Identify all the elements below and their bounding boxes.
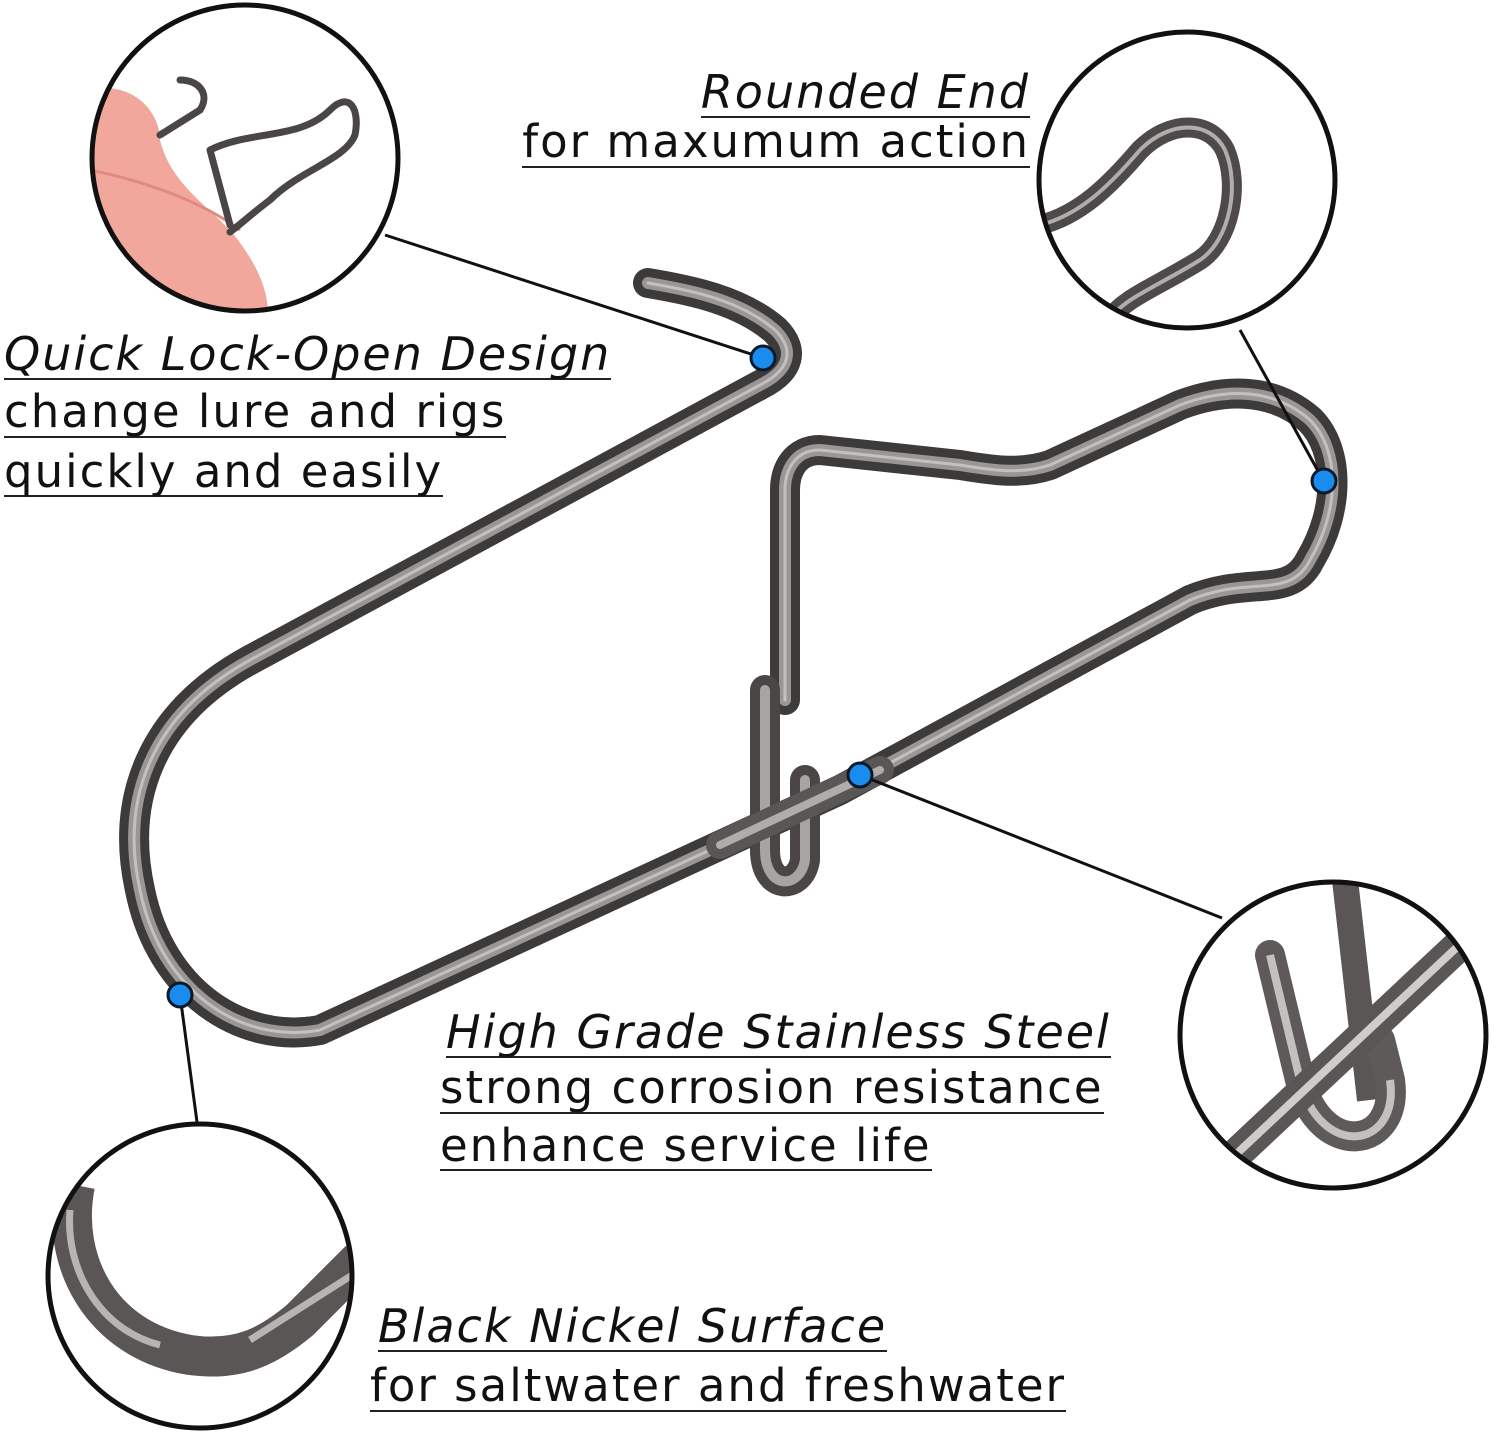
detail-circle-rounded-end bbox=[1036, 29, 1338, 331]
callout-dot-quick-lock bbox=[749, 344, 777, 372]
detail-circle-quick-lock bbox=[89, 2, 401, 314]
callout-description: enhance service life bbox=[440, 1118, 932, 1172]
callout-title: Rounded End bbox=[700, 65, 1030, 119]
leader-line-rounded-end bbox=[1238, 329, 1325, 481]
callout-title: Quick Lock-Open Design bbox=[4, 327, 612, 381]
callout-description: strong corrosion resistance bbox=[440, 1061, 1104, 1115]
callout-label-black-nickel: Black Nickel Surface for saltwater and f… bbox=[370, 1299, 1067, 1413]
leader-lines bbox=[178, 233, 1325, 1123]
detail-circle-stainless bbox=[1177, 879, 1489, 1191]
callout-label-rounded-end: Rounded End for maxumum action bbox=[522, 68, 1030, 168]
callout-dot-rounded-end bbox=[1310, 467, 1338, 495]
detail-circle-black-nickel bbox=[45, 1121, 355, 1431]
callout-title: Black Nickel Surface bbox=[378, 1299, 888, 1353]
callout-label-quick-lock: Quick Lock-Open Design change lure and r… bbox=[4, 327, 612, 498]
leader-line-stainless bbox=[859, 773, 1223, 920]
callout-dot-black-nickel bbox=[166, 981, 194, 1009]
leader-line-quick-lock bbox=[384, 233, 764, 360]
callout-description: change lure and rigs bbox=[4, 385, 507, 439]
callout-title: High Grade Stainless Steel bbox=[446, 1005, 1111, 1059]
callout-label-stainless: High Grade Stainless Steel strong corros… bbox=[440, 1008, 1111, 1171]
callout-description: for maxumum action bbox=[522, 115, 1030, 169]
callout-description: for saltwater and freshwater bbox=[370, 1359, 1067, 1413]
leader-line-black-nickel bbox=[178, 994, 199, 1123]
callout-description: quickly and easily bbox=[4, 444, 444, 498]
callout-dot-stainless bbox=[846, 761, 874, 789]
callout-dots bbox=[166, 344, 1338, 1009]
snap-lock-hook bbox=[750, 675, 820, 897]
main-snap-image bbox=[119, 268, 1348, 1048]
